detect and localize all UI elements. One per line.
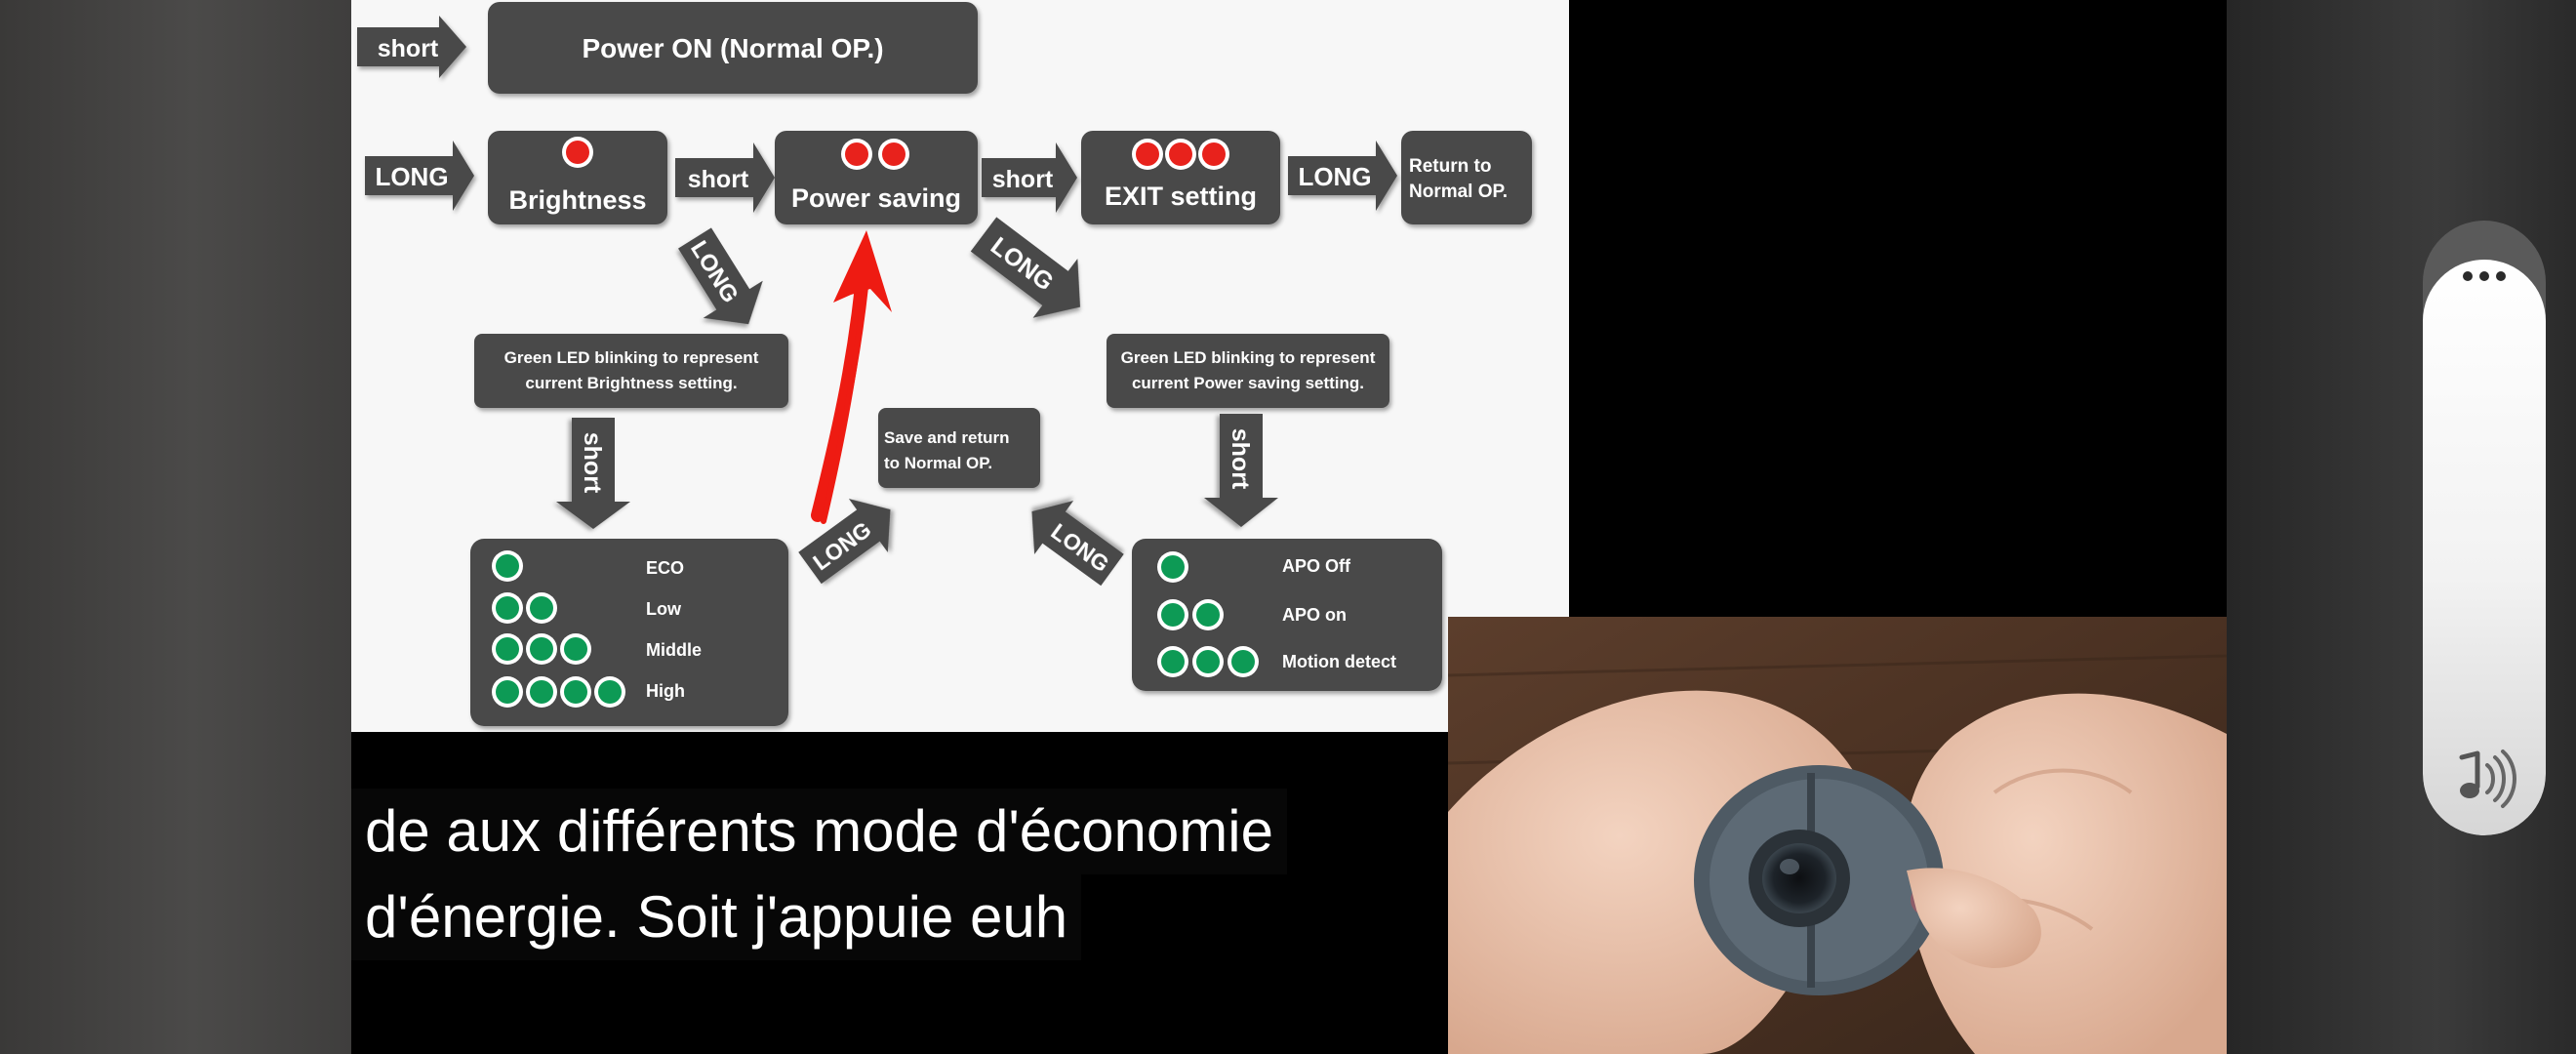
svg-text:Motion detect: Motion detect xyxy=(1282,652,1396,671)
brightness-box: Brightness xyxy=(488,131,667,224)
svg-text:short: short xyxy=(579,432,606,494)
music-note-sound-icon[interactable] xyxy=(2444,748,2522,810)
short-down-arrow-left: short xyxy=(556,418,630,529)
svg-text:APO Off: APO Off xyxy=(1282,556,1351,576)
short-down-arrow-right: short xyxy=(1204,414,1278,527)
svg-text:current Power saving setting.: current Power saving setting. xyxy=(1132,374,1364,392)
long-arrow-row2-right: LONG xyxy=(1288,141,1397,211)
save-return-box: Save and return to Normal OP. xyxy=(878,408,1040,488)
svg-text:short: short xyxy=(1227,428,1254,490)
green-led-power-box: Green LED blinking to represent current … xyxy=(1107,334,1389,408)
led-row-eco xyxy=(492,550,523,582)
svg-text:current Brightness setting.: current Brightness setting. xyxy=(525,374,737,392)
short-arrow-row2-2: short xyxy=(982,142,1077,213)
long-up-arrow-right: LONG xyxy=(1012,485,1131,597)
svg-text:Low: Low xyxy=(646,599,682,619)
svg-text:Middle: Middle xyxy=(646,640,702,660)
exit-setting-box: EXIT setting xyxy=(1081,131,1280,224)
short-arrow-row1: short xyxy=(357,16,466,78)
led-row-motion-detect xyxy=(1157,646,1259,677)
svg-text:Power ON (Normal OP.): Power ON (Normal OP.) xyxy=(582,33,883,63)
long-diag-arrow-right: LONG xyxy=(961,205,1103,337)
subtitle-captions: de aux différents mode d'économie d'éner… xyxy=(351,789,1376,960)
svg-text:Normal OP.: Normal OP. xyxy=(1409,182,1508,202)
brightness-levels-box: ECO Low Middle High xyxy=(470,539,788,726)
video-player[interactable]: short Power ON (Normal OP.) LONG Brightn… xyxy=(351,0,2227,1054)
caption-line-2: d'énergie. Soit j'appuie euh xyxy=(351,874,1081,960)
return-normal-box: Return to Normal OP. xyxy=(1401,131,1532,224)
led-mode-diagram: short Power ON (Normal OP.) LONG Brightn… xyxy=(351,0,1569,732)
volume-slider[interactable] xyxy=(2423,221,2546,835)
svg-text:short: short xyxy=(688,166,749,193)
svg-text:APO on: APO on xyxy=(1282,605,1347,625)
svg-text:Save and return: Save and return xyxy=(884,428,1010,447)
power-saving-box: Power saving xyxy=(775,131,978,224)
led-row-middle xyxy=(492,633,591,665)
svg-text:EXIT setting: EXIT setting xyxy=(1105,182,1257,211)
svg-text:to Normal OP.: to Normal OP. xyxy=(884,454,992,472)
svg-text:ECO: ECO xyxy=(646,558,684,578)
more-dots-icon[interactable] xyxy=(2460,269,2509,283)
svg-text:short: short xyxy=(378,35,439,62)
led-row-apo-off xyxy=(1157,551,1188,583)
power-levels-box: APO Off APO on Motion detect xyxy=(1132,539,1442,691)
svg-text:Brightness: Brightness xyxy=(508,185,646,215)
green-led-brightness-box: Green LED blinking to represent current … xyxy=(474,334,788,408)
svg-text:High: High xyxy=(646,681,685,701)
svg-text:Green LED blinking to represen: Green LED blinking to represent xyxy=(1121,348,1376,367)
power-on-box: Power ON (Normal OP.) xyxy=(488,2,978,94)
svg-text:Return to: Return to xyxy=(1409,156,1491,177)
hands-device-image xyxy=(1448,617,2227,1054)
svg-text:Green LED blinking to represen: Green LED blinking to represent xyxy=(504,348,759,367)
pip-camera-view[interactable] xyxy=(1448,617,2227,1054)
svg-text:short: short xyxy=(992,166,1054,193)
svg-text:LONG: LONG xyxy=(375,162,448,191)
caption-line-1: de aux différents mode d'économie xyxy=(351,789,1287,874)
left-letterbox xyxy=(0,0,351,1054)
short-arrow-row2-1: short xyxy=(675,142,775,213)
long-up-arrow-left: LONG xyxy=(790,483,909,595)
long-arrow-row2-left: LONG xyxy=(365,141,474,211)
diagram-slide: short Power ON (Normal OP.) LONG Brightn… xyxy=(351,0,1569,732)
svg-text:LONG: LONG xyxy=(1298,162,1371,191)
long-diag-arrow-left: LONG xyxy=(664,220,778,343)
svg-text:Power saving: Power saving xyxy=(791,183,961,213)
